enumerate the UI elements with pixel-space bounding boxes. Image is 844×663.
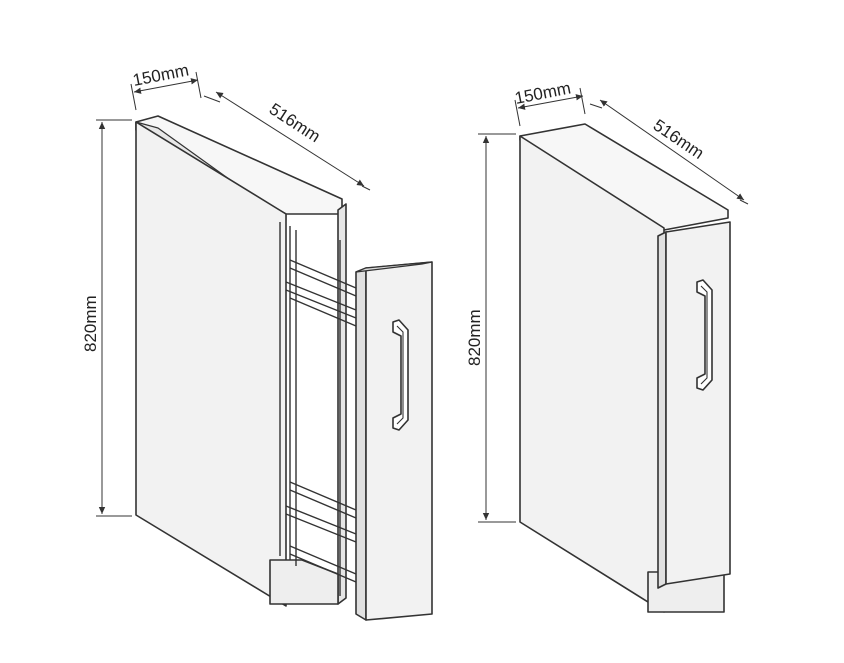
left-depth-label: 516mm [266, 99, 324, 146]
left-cabinet-front-panel-top [355, 261, 433, 273]
right-cabinet-front-panel-side [657, 231, 667, 589]
right-height-label: 820mm [465, 309, 484, 366]
left-cabinet-inner-panel [337, 203, 347, 605]
left-cabinet-plinth [269, 559, 339, 605]
left-cabinet-basket [279, 222, 357, 596]
dimension-lines [96, 71, 749, 523]
right-depth-label: 516mm [650, 116, 708, 163]
right-cabinet-front-panel [665, 221, 731, 585]
left-handle-icon [392, 319, 409, 431]
left-cabinet-front-panel-side [355, 267, 367, 621]
left-height-label: 820mm [81, 295, 100, 352]
right-cabinet [519, 123, 731, 613]
left-cabinet-front-panel [365, 261, 433, 621]
right-handle-icon [696, 279, 713, 391]
left-cabinet [135, 115, 433, 621]
left-width-label: 150mm [131, 60, 190, 89]
